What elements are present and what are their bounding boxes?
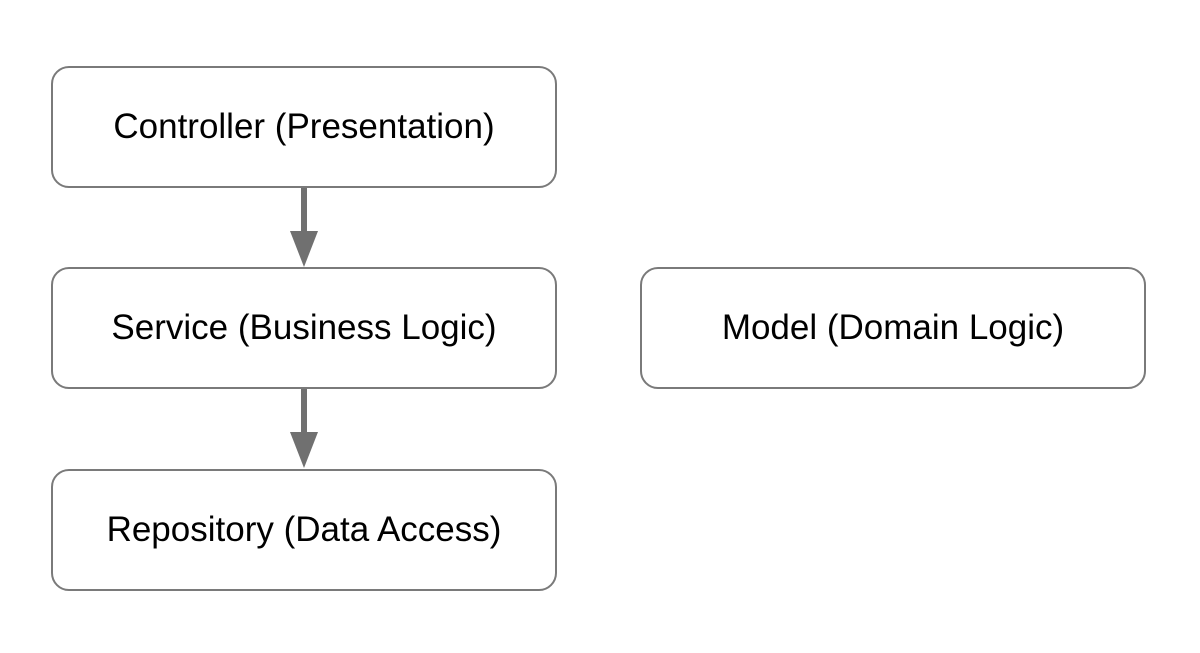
repository-node: Repository (Data Access) [51, 469, 557, 591]
controller-node-label: Controller (Presentation) [113, 107, 495, 146]
service-node: Service (Business Logic) [51, 267, 557, 389]
arrow-controller-to-service [290, 188, 318, 267]
model-node-label: Model (Domain Logic) [721, 308, 1065, 347]
controller-node: Controller (Presentation) [51, 66, 557, 188]
arrow-service-to-repository [290, 389, 318, 468]
repository-node-label: Repository (Data Access) [106, 510, 502, 549]
service-node-label: Service (Business Logic) [111, 308, 497, 347]
model-node: Model (Domain Logic) [640, 267, 1146, 389]
